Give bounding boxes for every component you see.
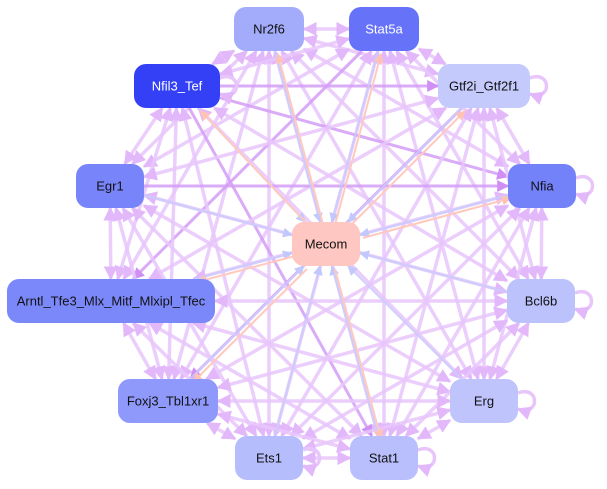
node-stat5a[interactable]: Stat5a — [349, 7, 419, 51]
edge-from-center — [200, 110, 309, 226]
node-label: Foxj3_Tbl1xr1 — [127, 393, 209, 408]
node-label: Nfia — [530, 178, 554, 193]
node-nr2f6[interactable]: Nr2f6 — [234, 7, 304, 51]
self-loop-edge — [218, 74, 239, 105]
node-box — [7, 279, 215, 323]
regulatory-edge — [417, 47, 447, 66]
edge-to-center — [329, 265, 380, 437]
node-box — [235, 436, 303, 480]
node-label: Nr2f6 — [253, 21, 285, 36]
edge-from-center — [275, 53, 325, 226]
node-label: Stat5a — [365, 21, 403, 36]
node-label: Mecom — [305, 236, 348, 251]
edge-from-center — [350, 110, 466, 226]
regulatory-edge — [416, 418, 452, 441]
node-label: Egr1 — [96, 178, 123, 193]
edge-from-center — [333, 53, 384, 226]
edge-layer — [103, 22, 595, 477]
node-nfil3-tef[interactable]: Nfil3_Tef — [134, 64, 220, 108]
edge-to-center — [347, 265, 463, 380]
edge-to-center — [273, 50, 323, 223]
node-ets1[interactable]: Ets1 — [235, 436, 303, 480]
regulatory-edge — [213, 106, 509, 283]
edge-to-center — [359, 250, 508, 293]
node-bcl6b[interactable]: Bcl6b — [507, 279, 575, 323]
node-box — [507, 279, 575, 323]
self-loop-edge — [301, 446, 322, 477]
node-gtf2i-gtf2f1[interactable]: Gtf2i_Gtf2f1 — [438, 64, 530, 108]
node-box — [76, 164, 144, 208]
regulatory-edge — [211, 49, 236, 66]
node-box — [349, 7, 419, 51]
regulatory-edge — [205, 421, 237, 441]
self-loop-edge — [416, 446, 437, 477]
edge-to-center — [193, 250, 293, 280]
node-label: Stat1 — [369, 450, 399, 465]
node-label: Ets1 — [256, 450, 282, 465]
node-box — [450, 379, 518, 423]
edge-to-center — [359, 194, 509, 238]
node-mecom[interactable]: Mecom — [292, 222, 360, 266]
node-stat1[interactable]: Stat1 — [350, 436, 418, 480]
self-loop-edge — [516, 389, 537, 420]
edge-from-center — [362, 195, 512, 239]
edge-to-center — [189, 265, 305, 380]
node-label: Erg — [474, 393, 494, 408]
edge-from-center — [192, 268, 308, 383]
node-box — [350, 436, 418, 480]
node-erg[interactable]: Erg — [450, 379, 518, 423]
node-egr1[interactable]: Egr1 — [76, 164, 144, 208]
node-nfia[interactable]: Nfia — [508, 164, 576, 208]
node-label: Nfil3_Tef — [152, 78, 203, 93]
node-label: Gtf2i_Gtf2f1 — [449, 78, 519, 93]
regulatory-edge — [534, 206, 549, 281]
node-box — [134, 64, 220, 108]
edge-to-center — [143, 194, 293, 238]
node-foxj3-tbl1xr1[interactable]: Foxj3_Tbl1xr1 — [118, 379, 218, 423]
node-box — [292, 222, 360, 266]
regulatory-edge — [103, 206, 118, 281]
node-label: Arntl_Tfe3_Mlx_Mitf_Mlxipl_Tfec — [17, 293, 206, 308]
self-loop-edge — [573, 289, 594, 320]
node-arntl-tfe3-mlx-mitf-mlxipl-tfec[interactable]: Arntl_Tfe3_Mlx_Mitf_Mlxipl_Tfec — [7, 279, 215, 323]
self-loop-edge — [574, 174, 595, 205]
edge-from-center — [333, 268, 384, 440]
self-loop-edge — [528, 74, 549, 105]
node-box — [438, 64, 530, 108]
edge-to-center — [329, 50, 380, 223]
node-box — [508, 164, 576, 208]
edge-to-center — [347, 107, 463, 223]
edge-to-center — [273, 265, 323, 437]
node-box — [234, 7, 304, 51]
node-label: Bcl6b — [525, 293, 558, 308]
edge-from-center — [196, 255, 296, 285]
node-box — [118, 379, 218, 423]
